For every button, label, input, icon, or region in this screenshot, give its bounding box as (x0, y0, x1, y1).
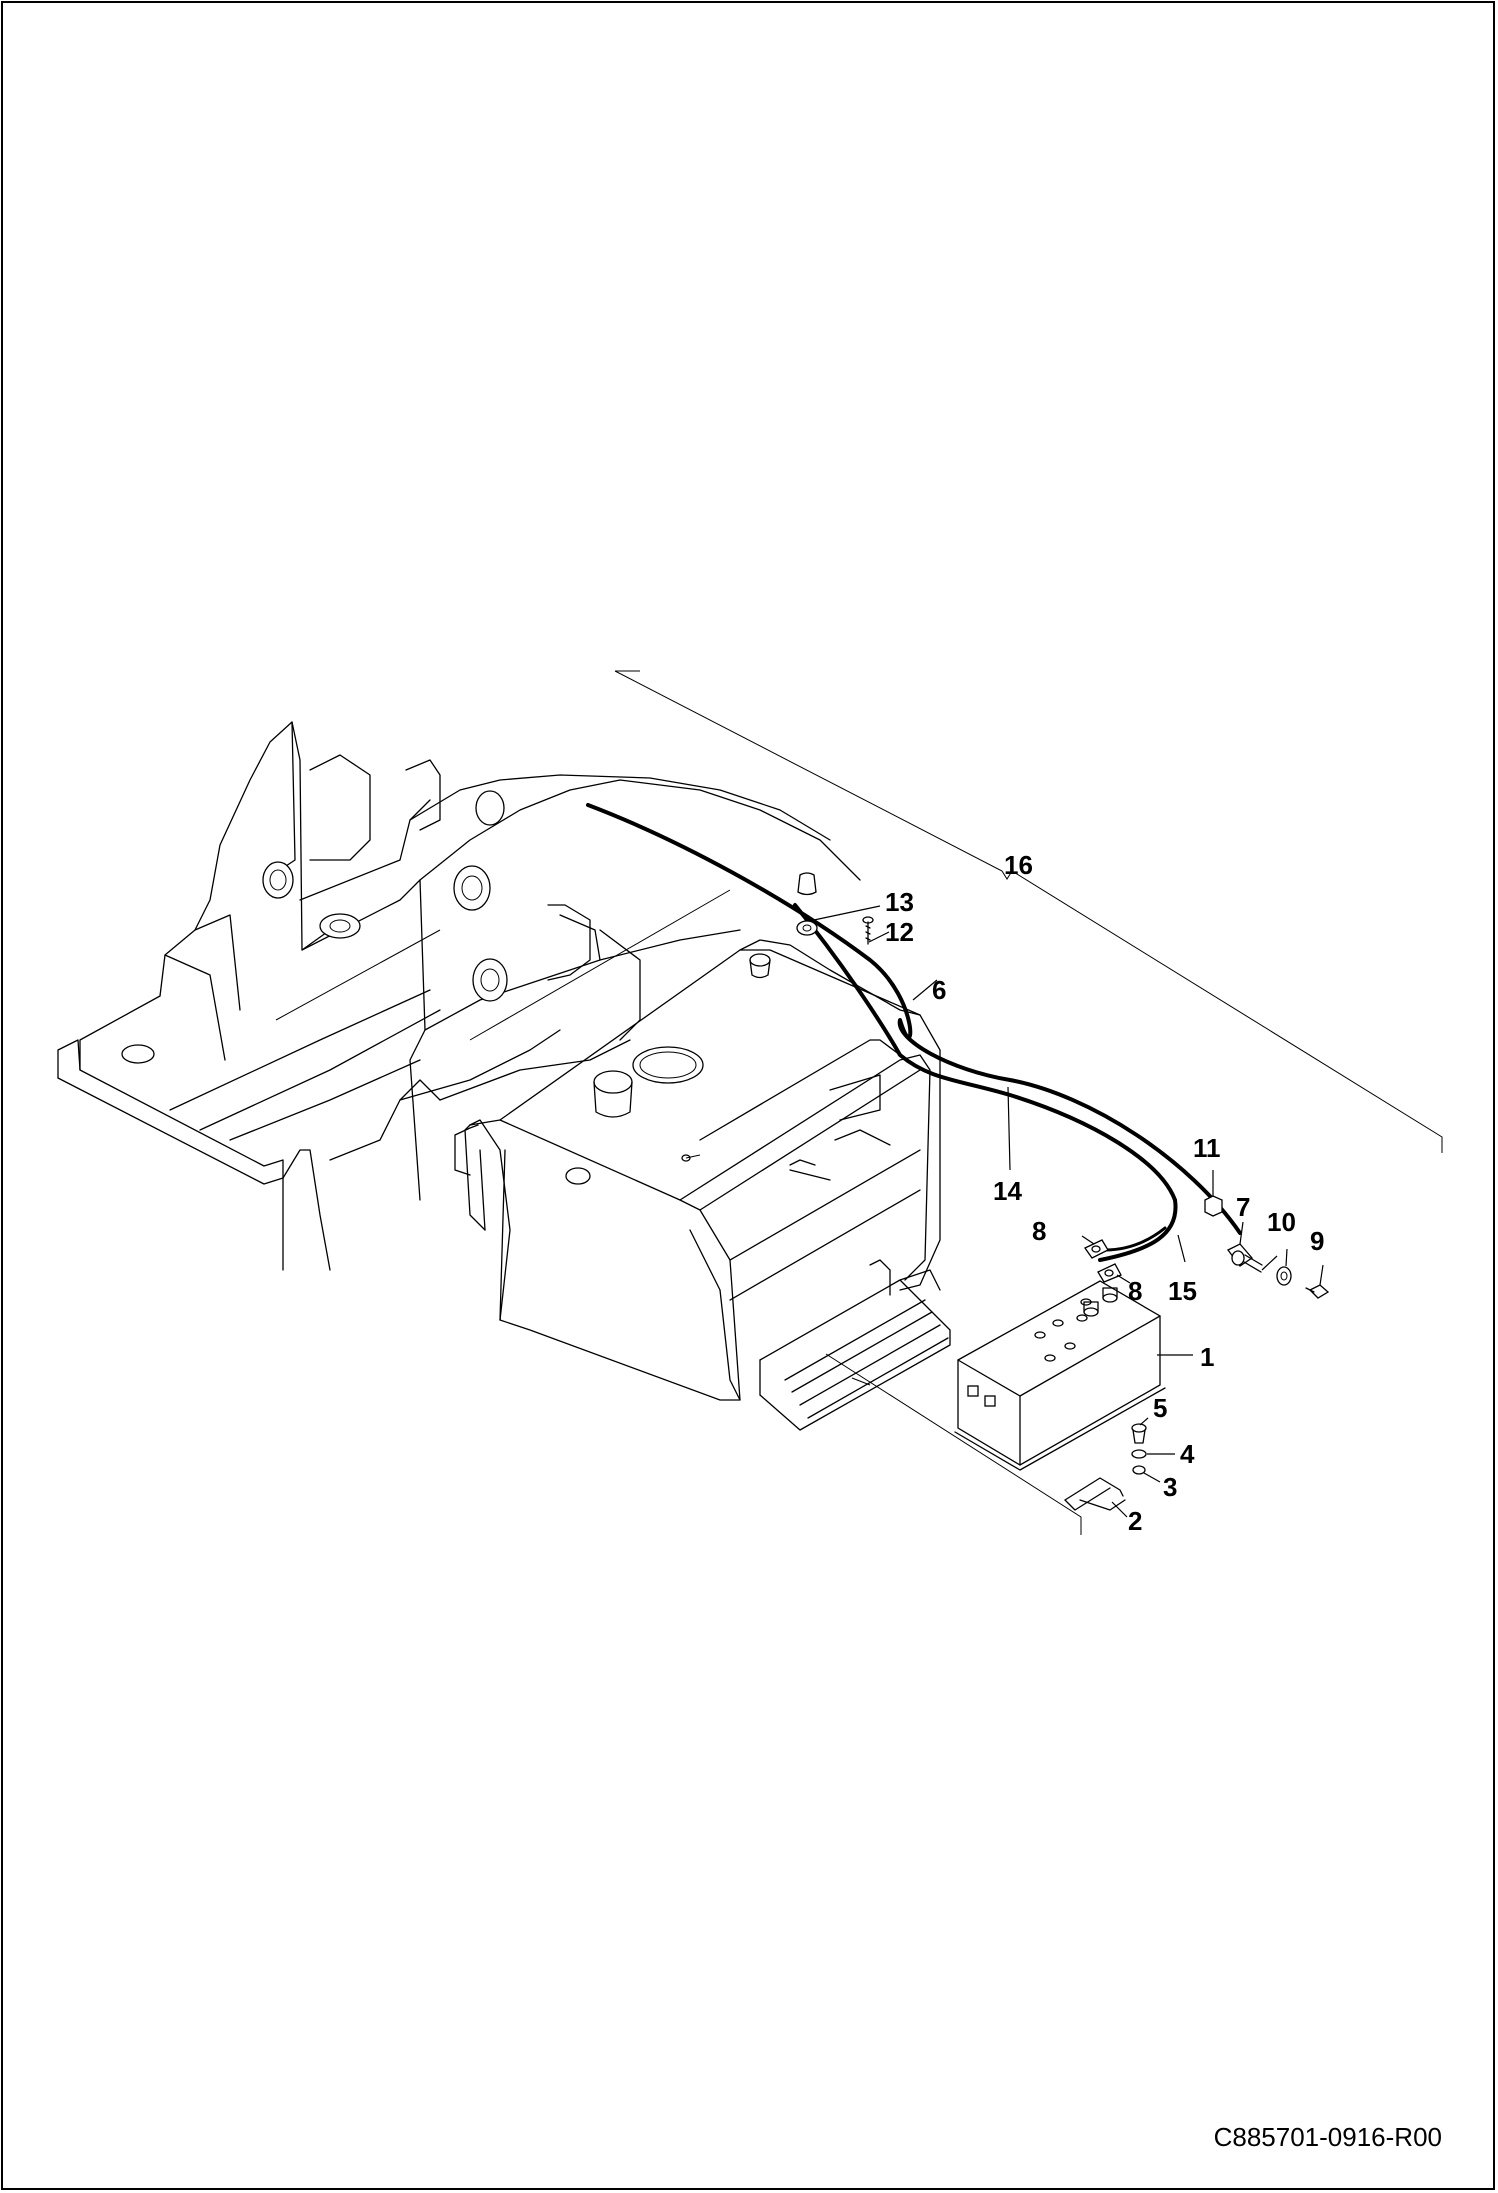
callout-3: 3 (1163, 1472, 1177, 1502)
callout-16: 16 (1004, 850, 1033, 880)
callout-labels: 1 2 3 4 5 6 7 8 8 9 10 11 12 13 14 15 16 (885, 850, 1324, 1536)
callout-14: 14 (993, 1176, 1022, 1206)
leader-lines (813, 905, 1324, 1518)
callout-2: 2 (1128, 1506, 1142, 1536)
nut-11 (1204, 1195, 1223, 1217)
callout-6: 6 (932, 975, 946, 1005)
fastener-12 (862, 916, 874, 945)
disconnect-switch (1227, 1243, 1263, 1273)
callout-8-left: 8 (1032, 1216, 1046, 1246)
cables (586, 803, 1242, 1262)
fasteners-3-4-5 (1131, 1423, 1147, 1475)
battery-clamp (1064, 1477, 1126, 1511)
fastener-13 (796, 872, 818, 936)
callout-13: 13 (885, 887, 914, 917)
callout-10: 10 (1267, 1207, 1296, 1237)
terminal-left (1084, 1239, 1109, 1259)
callout-15: 15 (1168, 1276, 1197, 1306)
callout-8-right: 8 (1128, 1276, 1142, 1306)
callout-12: 12 (885, 917, 914, 947)
callout-7: 7 (1236, 1192, 1250, 1222)
callout-9: 9 (1310, 1226, 1324, 1256)
washer-10 (1276, 1266, 1292, 1286)
callout-11: 11 (1193, 1133, 1221, 1163)
callout-4: 4 (1180, 1439, 1195, 1469)
terminal-right (1097, 1263, 1122, 1283)
drawing-code: C885701-0916-R00 (1213, 2122, 1442, 2152)
machine-frame (57, 721, 861, 1271)
battery (954, 1280, 1166, 1471)
callout-1: 1 (1200, 1342, 1214, 1372)
screw-9 (1305, 1284, 1330, 1299)
assembly-bracket-16 (614, 670, 1443, 1535)
callout-5: 5 (1153, 1393, 1167, 1423)
battery-box-tank (454, 939, 951, 1431)
